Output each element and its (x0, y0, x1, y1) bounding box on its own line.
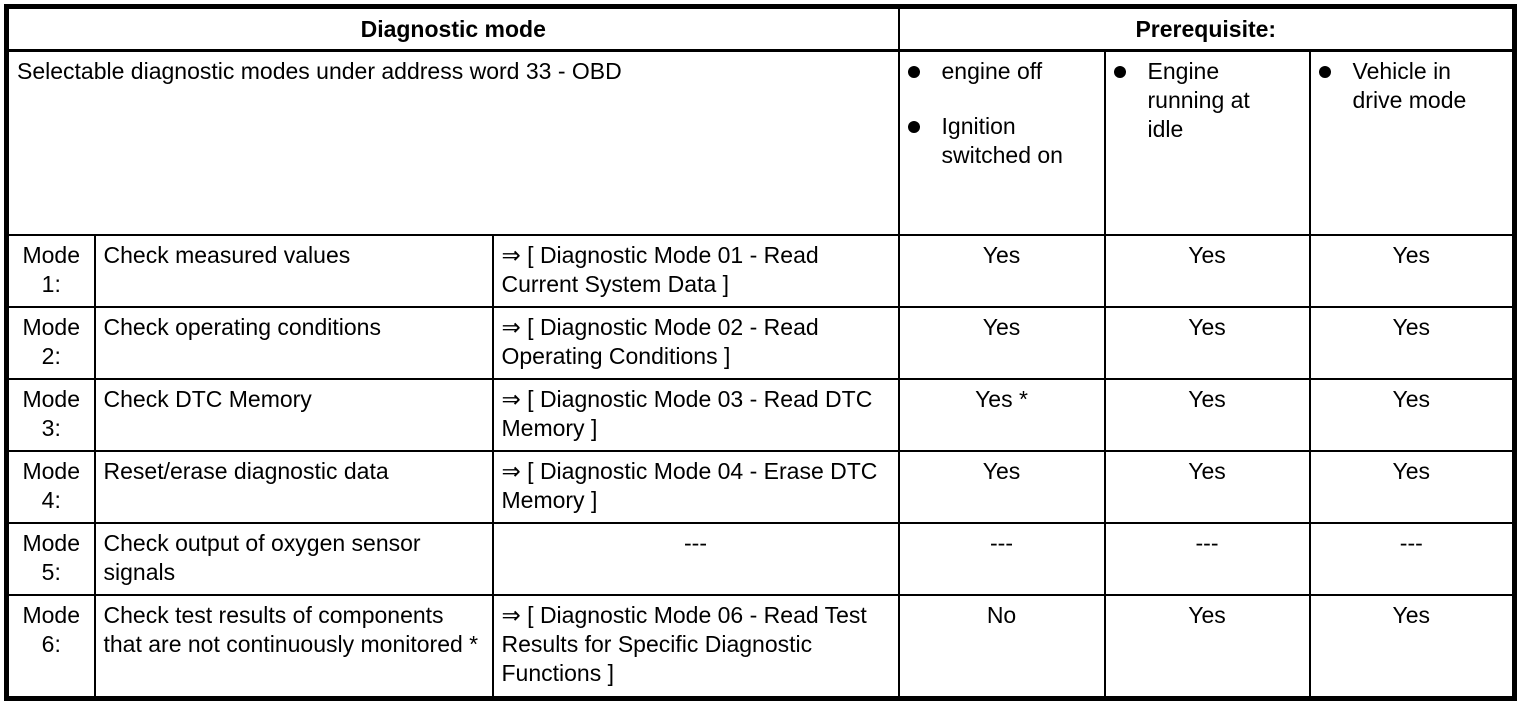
diagnostic-mode-header: Diagnostic mode (5, 5, 900, 52)
mode-number: 3: (41, 414, 61, 441)
mode-label-cell: Mode 6: (5, 593, 96, 700)
table-row-mode-5: Mode 5: Check output of oxygen sensor si… (5, 521, 1516, 596)
prereq-bullet-label: engine off (941, 58, 1043, 84)
drive-mode-value-cell: Yes (1308, 593, 1516, 700)
bullet-item: Vehicle in drive mode (1318, 57, 1505, 115)
bullet-icon (907, 66, 920, 78)
table-row-mode-3: Mode 3: Check DTC Memory ⇒ [ Diagnostic … (5, 377, 1516, 452)
reference-cell: --- (491, 521, 900, 596)
bullet-icon (1113, 66, 1126, 78)
engine-idle-value-cell: Yes (1103, 449, 1311, 524)
mode-number: 1: (41, 270, 61, 297)
intro-row: Selectable diagnostic modes under addres… (5, 49, 1516, 236)
mode-label-cell: Mode 4: (5, 449, 96, 524)
mode-number: 5: (41, 558, 61, 585)
engine-idle-value-cell: Yes (1103, 305, 1311, 380)
bullet-icon (907, 121, 920, 133)
bullet-item: Engine running at idle (1113, 57, 1301, 144)
drive-mode-value-cell: Yes (1308, 449, 1516, 524)
engine-idle-value-cell: --- (1103, 521, 1311, 596)
engine-off-value-cell: --- (897, 521, 1106, 596)
engine-off-value-cell: No (897, 593, 1106, 700)
description-cell: Check output of oxygen sensor signals (93, 521, 494, 596)
prereq-bullet-label: Engine running at idle (1147, 58, 1250, 142)
table-row-mode-2: Mode 2: Check operating conditions ⇒ [ D… (5, 305, 1516, 380)
drive-mode-value-cell: --- (1308, 521, 1516, 596)
engine-idle-value-cell: Yes (1103, 233, 1311, 308)
mode-number: 2: (41, 342, 61, 369)
mode-label-cell: Mode 2: (5, 305, 96, 380)
mode-label-cell: Mode 1: (5, 233, 96, 308)
description-cell: Check DTC Memory (93, 377, 494, 452)
drive-mode-value-cell: Yes (1308, 377, 1516, 452)
reference-cell: ⇒ [ Diagnostic Mode 03 - Read DTC Memory… (491, 377, 900, 452)
prereq-engine-idle-cell: Engine running at idle (1103, 49, 1311, 236)
reference-cell: ⇒ [ Diagnostic Mode 02 - Read Operating … (491, 305, 900, 380)
prereq-bullet-label: Ignition switched on (941, 113, 1063, 168)
reference-cell: ⇒ [ Diagnostic Mode 04 - Erase DTC Memor… (491, 449, 900, 524)
mode-word: Mode (22, 313, 81, 340)
engine-idle-value-cell: Yes (1103, 593, 1311, 700)
description-cell: Check measured values (93, 233, 494, 308)
engine-off-value-cell: Yes (897, 305, 1106, 380)
mode-word: Mode (22, 529, 81, 556)
engine-idle-value-cell: Yes (1103, 377, 1311, 452)
engine-off-value-cell: Yes * (897, 377, 1106, 452)
prereq-engine-off-cell: engine off Ignition switched on (897, 49, 1106, 236)
bullet-item: Ignition switched on (907, 112, 1096, 170)
table-row-mode-6: Mode 6: Check test results of components… (5, 593, 1516, 700)
reference-cell: ⇒ [ Diagnostic Mode 01 - Read Current Sy… (491, 233, 900, 308)
intro-text-cell: Selectable diagnostic modes under addres… (5, 49, 900, 236)
reference-cell: ⇒ [ Diagnostic Mode 06 - Read Test Resul… (491, 593, 900, 700)
description-cell: Check operating conditions (93, 305, 494, 380)
engine-off-value-cell: Yes (897, 233, 1106, 308)
mode-number: 4: (41, 486, 61, 513)
mode-label-cell: Mode 5: (5, 521, 96, 596)
diagnostic-mode-table: Diagnostic mode Prerequisite: Selectable… (4, 4, 1518, 701)
mode-label-cell: Mode 3: (5, 377, 96, 452)
table-row-mode-1: Mode 1: Check measured values ⇒ [ Diagno… (5, 233, 1516, 308)
prereq-drive-mode-cell: Vehicle in drive mode (1308, 49, 1516, 236)
mode-number: 6: (41, 630, 61, 657)
mode-word: Mode (22, 241, 81, 268)
mode-word: Mode (22, 601, 81, 628)
bullet-item: engine off (907, 57, 1096, 86)
prereq-bullet-label: Vehicle in drive mode (1352, 58, 1467, 113)
prerequisite-header: Prerequisite: (897, 5, 1516, 52)
description-cell: Check test results of components that ar… (93, 593, 494, 700)
drive-mode-value-cell: Yes (1308, 233, 1516, 308)
description-cell: Reset/erase diagnostic data (93, 449, 494, 524)
mode-word: Mode (22, 457, 81, 484)
table-row-mode-4: Mode 4: Reset/erase diagnostic data ⇒ [ … (5, 449, 1516, 524)
table-header-row: Diagnostic mode Prerequisite: (5, 5, 1516, 52)
engine-off-value-cell: Yes (897, 449, 1106, 524)
drive-mode-value-cell: Yes (1308, 305, 1516, 380)
mode-word: Mode (22, 385, 81, 412)
bullet-icon (1318, 66, 1331, 78)
